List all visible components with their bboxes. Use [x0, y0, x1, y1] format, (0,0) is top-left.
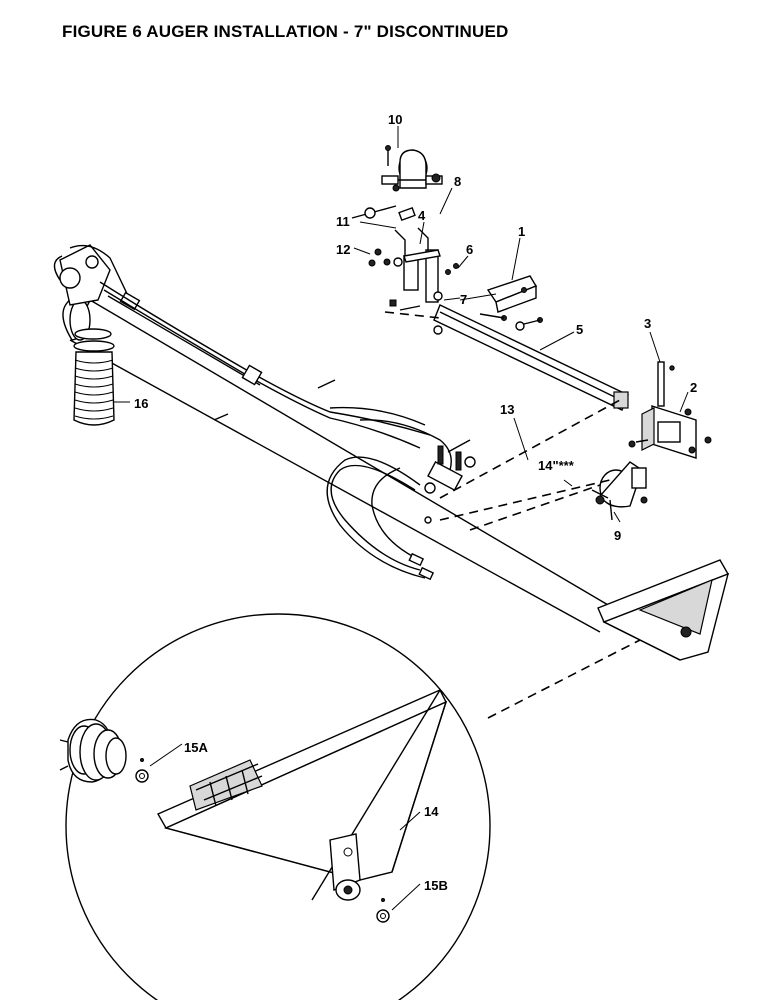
- hydraulic-hoses: [99, 281, 452, 581]
- lower-clamp: [591, 461, 648, 521]
- auger-head-assembly: [53, 244, 141, 311]
- figure-title: FIGURE 6 AUGER INSTALLATION - 7" DISCONT…: [62, 22, 509, 41]
- bracket-1: [479, 275, 543, 331]
- callout-6: 6: [466, 242, 473, 257]
- support-bar: [433, 304, 629, 411]
- top-clamp: [381, 145, 443, 192]
- valve-assembly: [424, 439, 476, 524]
- auger-tube: [62, 289, 621, 633]
- detail-hardware: [135, 758, 390, 923]
- callout-leaders: [149, 126, 689, 911]
- pin-3: [657, 361, 675, 407]
- callout-8: 8: [454, 174, 461, 189]
- mount-plate: [628, 405, 712, 459]
- callout-13: 13: [500, 402, 514, 417]
- detail-circle: [65, 613, 491, 1000]
- callout-1: 1: [518, 224, 525, 239]
- flexible-spout: [73, 328, 130, 426]
- callout-12: 12: [336, 242, 350, 257]
- callout-15b: 15B: [424, 878, 448, 893]
- callout-7: 7: [460, 292, 467, 307]
- hopper: [597, 559, 730, 661]
- detail-hopper: [157, 689, 448, 901]
- callout-11: 11: [336, 214, 350, 229]
- callout-9: 9: [614, 528, 621, 543]
- callout-3: 3: [644, 316, 651, 331]
- callout-14: 14: [424, 804, 439, 819]
- callout-16: 16: [134, 396, 148, 411]
- callout-10: 10: [388, 112, 402, 127]
- callout-14-asterisks: 14"***: [538, 458, 575, 473]
- dashed-leaders: [439, 399, 641, 719]
- callout-2: 2: [690, 380, 697, 395]
- upright-post: [351, 205, 459, 335]
- detail-auger-flighting: [59, 718, 127, 783]
- callout-15a: 15A: [184, 740, 208, 755]
- callout-4: 4: [418, 208, 426, 223]
- callout-5: 5: [576, 322, 583, 337]
